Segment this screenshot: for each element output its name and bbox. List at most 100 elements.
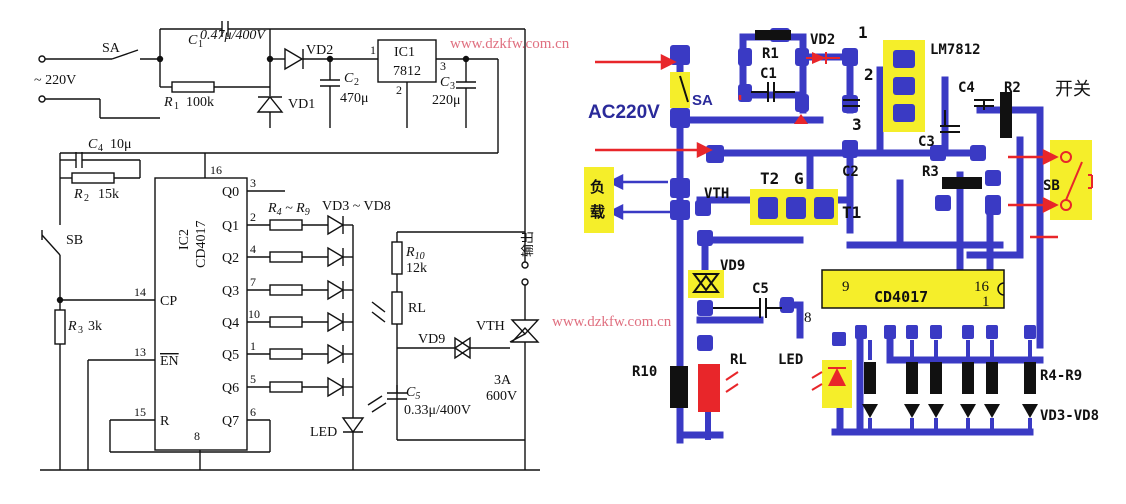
watermark-top: www.dzkfw.com.cn (450, 36, 570, 52)
pcb-label-n3: 3 (852, 115, 862, 134)
pcb-label-g: G (794, 169, 804, 188)
label-c3-value: 220μ (432, 93, 461, 108)
label-q0-pin: 3 (250, 176, 256, 190)
pcb-label-vd9: VD9 (720, 258, 745, 274)
label-led: LED (310, 425, 337, 440)
label-cp: CP (160, 294, 177, 309)
label-r-pin: R (160, 414, 170, 429)
rl-photoresistor (391, 291, 403, 325)
label-c3: C (440, 75, 450, 90)
label-c1-sub: 1 (198, 39, 203, 50)
label-c4-sub: 4 (98, 143, 103, 154)
vd1-diode (256, 95, 284, 113)
pcb-label-vd3-vd8: VD3-VD8 (1040, 408, 1099, 424)
label-q1: Q1 (222, 219, 239, 234)
pcb-label-r3: R3 (922, 164, 939, 180)
label-ic1-pin3: 3 (440, 59, 446, 73)
label-r2-value: 15k (98, 187, 119, 202)
pcb-label-c5: C5 (752, 281, 769, 297)
label-ic2-part: CD4017 (194, 221, 209, 268)
mains-terminal-top (38, 55, 46, 63)
label-vd9: VD9 (418, 332, 445, 347)
pcb-label-load1: 负 (590, 178, 605, 196)
label-q7-pin: 6 (250, 405, 256, 419)
sb-pcb-switch (1060, 151, 1093, 211)
pcb-label-vd2: VD2 (810, 32, 835, 48)
pcb-label-r2: R2 (1004, 80, 1021, 96)
label-pin8: 8 (194, 429, 200, 443)
sa-highlight (670, 72, 690, 108)
rl-pcb (698, 364, 720, 412)
label-q7: Q7 (222, 414, 239, 429)
pcb-label-r4-r9: R4-R9 (1040, 368, 1082, 384)
label-q3: Q3 (222, 284, 239, 299)
label-q0: Q0 (222, 185, 239, 200)
r1-resistor (171, 81, 215, 93)
sa-pcb-switch (679, 75, 689, 103)
pcb-label-pin16: 16 (974, 279, 990, 295)
pcb-label-pin8: 8 (804, 310, 812, 326)
label-ic1-part: 7812 (393, 64, 421, 79)
r10-pcb (670, 366, 688, 408)
label-pin13: 13 (134, 345, 146, 359)
label-triac-rating2: 600V (486, 389, 517, 404)
pcb-label-r1: R1 (762, 46, 779, 62)
pcb-label-switch: 开关 (1055, 79, 1091, 99)
vd1-pcb (794, 114, 808, 124)
label-rl: RL (408, 301, 426, 316)
label-en: EN (160, 354, 179, 369)
label-r10: R10 (405, 245, 425, 262)
r2-resistor (71, 172, 115, 184)
label-supply: ~ 220V (34, 73, 76, 88)
r3-resistor (54, 309, 66, 345)
pcb-label-led: LED (778, 352, 803, 368)
pcb-label-t2: T2 (760, 169, 779, 188)
q-output-stages (247, 214, 354, 418)
load-box (584, 167, 614, 233)
label-vd2: VD2 (306, 43, 333, 58)
label-r1-value: 100k (186, 95, 214, 110)
pcb-label-pin9: 9 (842, 279, 850, 295)
pcb-label-c4: C4 (958, 80, 975, 96)
label-q2: Q2 (222, 251, 239, 266)
label-triac-rating1: 3A (494, 373, 512, 388)
pcb-label-ac220v: AC220V (588, 102, 660, 123)
label-q4: Q4 (222, 316, 239, 331)
label-q1-pin: 2 (250, 210, 256, 224)
label-r4-r9: R4 ~ R9 (267, 201, 310, 218)
pcb-label-load2: 载 (590, 203, 605, 221)
label-c4-value: 10μ (110, 137, 132, 152)
label-r1-sub: 1 (174, 101, 179, 112)
pcb-label-n1: 1 (858, 23, 868, 42)
label-c2: C (344, 71, 354, 86)
schematic-labels: ~ 220V SA C 1 0.47μ/400V R 1 100k VD1 VD… (34, 28, 535, 443)
pcb-labels: AC220V SA R1 VD2 C1 1 2 3 LM7812 C4 R2 C… (588, 23, 1099, 424)
r3-pcb (942, 177, 982, 189)
vth-triac (510, 319, 540, 336)
label-sa: SA (102, 41, 121, 56)
label-ic1-pin2: 2 (396, 83, 402, 97)
pcb-layout (584, 28, 1093, 444)
label-q4-pin: 10 (248, 307, 260, 321)
label-sb: SB (66, 233, 83, 248)
sb-switch-lever (41, 234, 61, 256)
pcb-label-t1: T1 (842, 203, 861, 222)
pcb-label-c1: C1 (760, 66, 777, 82)
pcb-label-cd4017: CD4017 (874, 288, 928, 306)
label-r2-sub: 2 (84, 193, 89, 204)
label-q3-pin: 7 (250, 275, 256, 289)
label-vth: VTH (476, 319, 505, 334)
label-r3: R (67, 319, 77, 334)
label-c5-value: 0.33μ/400V (404, 403, 471, 418)
sa-switch-lever (111, 49, 139, 60)
pcb-label-sb: SB (1043, 178, 1060, 194)
ic2-cd4017-chip (154, 177, 248, 451)
label-ic2: IC2 (177, 229, 192, 250)
label-r3-value: 3k (88, 319, 102, 334)
r2-pcb (1000, 92, 1012, 138)
label-c4: C (88, 137, 98, 152)
vd9-diac (454, 336, 472, 360)
label-vd3-vd8: VD3 ~ VD8 (322, 199, 391, 214)
pcb-label-lm7812: LM7812 (930, 42, 981, 58)
